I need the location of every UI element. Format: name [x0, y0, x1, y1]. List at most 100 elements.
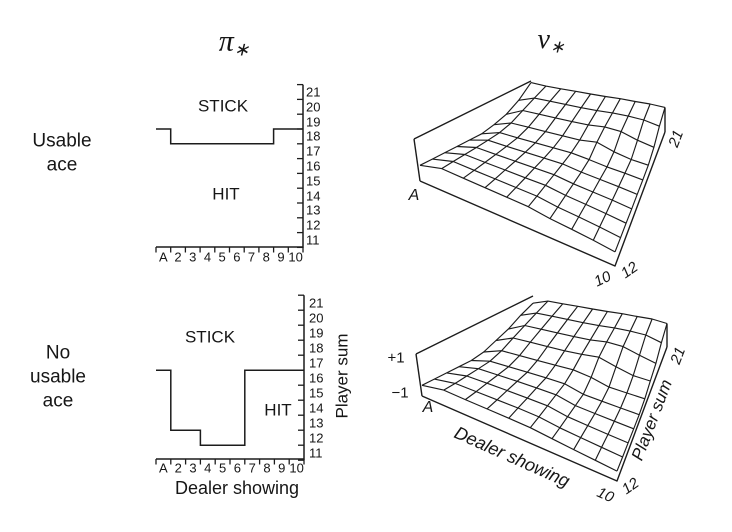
surface-v-line: [549, 98, 621, 219]
surface-dealer-a-label: A: [422, 399, 434, 416]
player-sum-tick-label: 11: [306, 232, 320, 248]
surface-u-line: [444, 152, 627, 224]
stick-region-label: STICK: [184, 327, 236, 347]
surface-u-line: [458, 366, 634, 430]
policy-boundary-line: [156, 369, 304, 446]
player-sum-tick-label: 21: [309, 295, 324, 311]
y-axis-title-player-sum: Player sum: [332, 333, 352, 419]
player-sum-tick-label: 21: [306, 84, 321, 100]
player-sum-tick-label: 20: [306, 99, 321, 115]
player-sum-tick-label: 16: [309, 370, 324, 386]
dealer-tick-label: 8: [262, 249, 270, 265]
surface-u-line: [446, 372, 629, 444]
surface-u-line: [520, 312, 662, 344]
surface-dealer-a-label: A: [408, 187, 420, 204]
player-sum-tick-label: 19: [306, 114, 321, 130]
z-axis-edge: [415, 353, 423, 397]
dealer-tick-label: 9: [277, 249, 285, 265]
dealer-tick-label: 7: [247, 249, 256, 265]
hit-region-label: HIT: [212, 184, 240, 204]
row-label-line: ace: [42, 389, 74, 411]
value-surface-no-usable-ace-wireframe: [415, 295, 668, 482]
surface-v-line: [571, 101, 636, 230]
star-subscript: ∗: [233, 39, 250, 61]
surface-u-line: [432, 158, 621, 239]
surface-v-line: [464, 303, 564, 401]
player-sum-tick-label: 19: [309, 325, 324, 341]
player-sum-tick-label: 11: [309, 445, 323, 461]
pi-symbol: π: [218, 24, 234, 58]
surface-u-line: [506, 109, 655, 148]
dealer-tick-label: 7: [248, 460, 256, 476]
v-symbol: v: [537, 23, 550, 55]
star-subscript: ∗: [549, 37, 565, 57]
dealer-tick-label: 6: [233, 249, 241, 265]
dealer-tick-label: 2: [174, 249, 182, 265]
player-sum-tick-label: 13: [309, 415, 324, 431]
player-sum-tick-label: 13: [306, 202, 321, 218]
player-sum-tick-label: 16: [306, 158, 321, 174]
row-label-line: No: [45, 342, 71, 364]
dealer-tick-label: 3: [189, 249, 197, 265]
surface-u-line: [530, 82, 666, 108]
surface-u-line: [518, 97, 660, 127]
surface-v-line: [616, 323, 668, 472]
surface-v-line: [462, 88, 562, 179]
row-label-line: Usable: [32, 130, 92, 152]
player-sum-tick-label: 17: [309, 355, 324, 371]
surface-v-line: [443, 300, 549, 391]
row-label-usable-ace: Usable ace: [32, 129, 91, 177]
policy-title: π∗: [219, 22, 250, 61]
player-sum-tick-label: 20: [309, 310, 324, 326]
surface-u-line: [532, 300, 668, 325]
surface-u-line: [471, 359, 640, 416]
dealer-tick-label: A: [159, 460, 168, 476]
surface-u-line: [508, 324, 657, 364]
surface-u-line: [421, 384, 618, 472]
box-bottom-edges: [421, 346, 668, 482]
dealer-tick-label: 10: [289, 460, 304, 476]
x-axis-title-dealer-showing: Dealer showing: [174, 477, 300, 498]
player-sum-tick-label: 12: [306, 217, 321, 233]
dealer-tick-label: 5: [218, 249, 226, 265]
box-top-edge: [415, 295, 534, 355]
dealer-tick-label: 4: [204, 460, 212, 476]
dealer-tick-label: 2: [174, 460, 182, 476]
row-label-line: usable: [30, 366, 86, 388]
surface-v-line: [551, 313, 623, 440]
surface-u-line: [481, 132, 644, 181]
row-label-no-usable-ace: No usable ace: [30, 341, 86, 412]
row-label-line: ace: [46, 154, 78, 175]
player-sum-tick-label: 12: [309, 430, 324, 446]
box-top-edge: [413, 80, 532, 140]
surface-u-line: [419, 164, 616, 253]
player-sum-tick-label: 18: [306, 128, 321, 144]
dealer-tick-label: 5: [218, 460, 227, 476]
surface-u-line: [456, 145, 632, 210]
z-axis-edge: [413, 138, 421, 182]
hit-region-label: HIT: [264, 400, 292, 420]
surface-v-line: [573, 316, 638, 450]
z-axis-min-label: −1: [391, 384, 409, 402]
surface-u-line: [493, 122, 649, 166]
dealer-tick-label: 3: [189, 460, 197, 476]
surface-v-line: [592, 103, 651, 241]
player-sum-tick-label: 14: [306, 188, 321, 204]
surface-v-line: [508, 308, 594, 419]
dealer-tick-label: 9: [278, 460, 286, 476]
surface-v-line: [506, 93, 592, 198]
dealer-tick-label: 8: [263, 460, 271, 476]
player-sum-tick-label: 18: [309, 340, 324, 356]
dealer-tick-label: 4: [203, 249, 212, 265]
policy-plot-no-usable-ace-lines: [155, 294, 305, 465]
z-axis-max-label: +1: [387, 349, 405, 367]
surface-v-line: [419, 82, 532, 166]
policy-plot-usable-ace-lines: [155, 83, 304, 253]
value-surface-usable-ace-wireframe: [413, 80, 666, 267]
box-bottom-edges: [419, 131, 666, 267]
stick-region-label: STICK: [197, 96, 249, 116]
surface-v-line: [486, 305, 579, 410]
player-sum-tick-label: 15: [309, 385, 324, 401]
